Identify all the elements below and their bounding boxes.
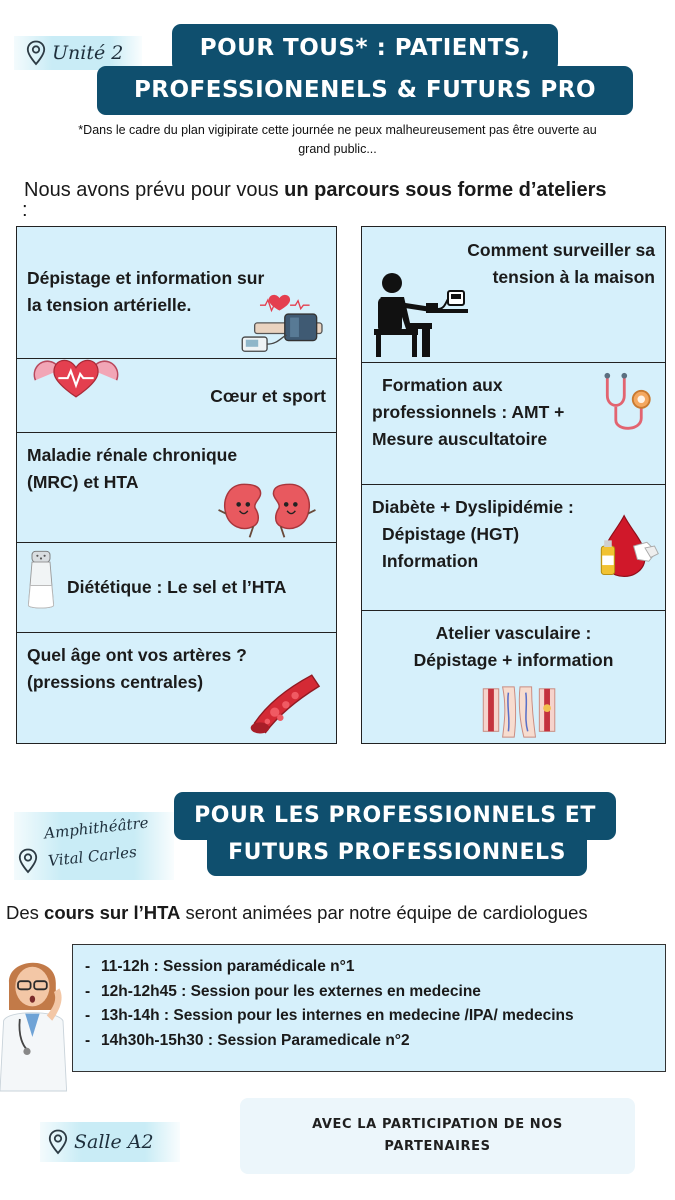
workshop-title: Dépistage (HGT) <box>382 524 520 545</box>
schedule-item: -14h30h-15h30 : Session Paramedicale n°2 <box>85 1031 410 1049</box>
workshop-card-dietetique: Diététique : Le sel et l’HTA <box>16 542 337 634</box>
location-label: Salle A2 <box>74 1131 154 1153</box>
workshop-title: (MRC) et HTA <box>27 472 139 493</box>
blood-drop-icon <box>600 514 659 578</box>
stethoscope-icon <box>604 372 651 430</box>
intro-normal: Nous avons prévu pour vous <box>24 179 285 201</box>
schedule-item: -12h-12h45 : Session pour les externes e… <box>85 982 481 1000</box>
workshop-title: Dépistage et information sur <box>27 268 265 288</box>
intro-bold: un parcours sous forme d’ateliers <box>284 179 607 201</box>
map-pin-icon <box>18 848 38 874</box>
banner-pour-tous-line2: PROFESSIONENELS & FUTURS PRO <box>97 66 633 115</box>
banner-text: POUR TOUS* : PATIENTS, <box>199 35 531 61</box>
schedule-text: 14h30h-15h30 : Session Paramedicale n°2 <box>101 1031 410 1049</box>
workshop-title: Dépistage + information <box>413 650 614 671</box>
partners-box: AVEC LA PARTICIPATION DE NOS PARTENAIRES <box>240 1098 635 1174</box>
kidneys-icon <box>218 483 316 538</box>
courses-normal: seront animées par notre équipe de cardi… <box>180 902 588 923</box>
workshop-card-surveiller: Comment surveiller sa tension à la maiso… <box>361 226 666 364</box>
banner-pros-line2: FUTURS PROFESSIONNELS <box>207 830 587 876</box>
muscular-heart-icon <box>33 359 119 398</box>
courses-bold: cours sur l’HTA <box>44 902 181 923</box>
partners-text: AVEC LA PARTICIPATION DE NOS <box>312 1117 563 1132</box>
schedule-text: 13h-14h : Session pour les internes en m… <box>101 1007 574 1024</box>
workshop-title: tension à la maison <box>492 267 655 288</box>
vascular-legs-icon <box>482 686 556 738</box>
banner-pour-tous-line1: POUR TOUS* : PATIENTS, <box>172 24 558 72</box>
workshop-card-diabete: Diabète + Dyslipidémie : Dépistage (HGT)… <box>361 484 666 612</box>
workshop-title: Comment surveiller sa <box>467 240 655 260</box>
schedule-item: -11-12h : Session paramédicale n°1 <box>85 958 355 975</box>
location-tag-unite-2: Unité 2 <box>14 36 142 70</box>
banner-text: PROFESSIONENELS & FUTURS PRO <box>133 77 597 103</box>
home-monitor-icon <box>374 273 468 357</box>
intro-text: Nous avons prévu pour vous un parcours s… <box>24 177 664 203</box>
workshop-card-tension: Dépistage et information sur la tension … <box>16 226 337 360</box>
footnote-line: grand public... <box>298 142 377 156</box>
schedule-list: -11-12h : Session paramédicale n°1 -12h-… <box>85 955 665 1053</box>
blood-pressure-cuff-icon <box>241 294 323 352</box>
workshop-title: la tension artérielle. <box>27 295 192 316</box>
salt-shaker-icon <box>27 550 55 609</box>
workshop-title: Cœur et sport <box>210 386 326 406</box>
footnote-line: *Dans le cadre du plan vigipirate cette … <box>78 123 597 137</box>
workshop-title: Formation aux <box>382 375 503 395</box>
banner-text: POUR LES PROFESSIONNELS ET <box>194 803 596 828</box>
courses-text: Des cours sur l’HTA seront animées par n… <box>6 900 671 926</box>
map-pin-icon <box>48 1129 68 1155</box>
workshop-title: Quel âge ont vos artères ? <box>27 645 247 665</box>
map-pin-icon <box>26 40 46 66</box>
workshop-card-vasculaire: Atelier vasculaire : Dépistage + informa… <box>361 610 666 744</box>
schedule-text: 12h-12h45 : Session pour les externes en… <box>101 982 481 1000</box>
workshop-title: Information <box>382 551 479 572</box>
workshop-card-arteres: Quel âge ont vos artères ? (pressions ce… <box>16 632 337 744</box>
artery-icon <box>250 674 321 734</box>
workshop-card-formation: Formation aux professionnels : AMT + Mes… <box>361 362 666 486</box>
location-tag-amphitheatre: Amphithéâtre Vital Carles <box>14 812 174 880</box>
location-label: Unité 2 <box>52 42 124 64</box>
workshop-title: Diabète + Dyslipidémie : <box>372 497 574 517</box>
schedule-box: -11-12h : Session paramédicale n°1 -12h-… <box>72 944 666 1072</box>
footnote: *Dans le cadre du plan vigipirate cette … <box>0 121 675 159</box>
workshop-title: Atelier vasculaire : <box>435 623 592 643</box>
workshop-title: Maladie rénale chronique <box>27 445 238 465</box>
courses-normal: Des <box>6 902 45 923</box>
doctor-illustration-icon <box>0 962 68 1092</box>
workshop-card-mrc: Maladie rénale chronique (MRC) et HTA <box>16 432 337 544</box>
workshop-card-coeur-sport: Cœur et sport <box>16 358 337 434</box>
workshop-title: Mesure auscultatoire <box>372 429 548 450</box>
schedule-item: -13h-14h : Session pour les internes en … <box>85 1007 574 1024</box>
partners-text: PARTENAIRES <box>384 1139 491 1154</box>
workshop-title: (pressions centrales) <box>27 672 204 693</box>
workshop-title: Diététique : Le sel et l’HTA <box>67 577 287 597</box>
intro-colon: : <box>22 199 28 221</box>
workshop-title: professionnels : AMT + <box>372 402 565 423</box>
banner-text: FUTURS PROFESSIONNELS <box>228 840 566 865</box>
schedule-text: 11-12h : Session paramédicale n°1 <box>101 958 355 975</box>
location-tag-salle-a2: Salle A2 <box>40 1122 180 1162</box>
